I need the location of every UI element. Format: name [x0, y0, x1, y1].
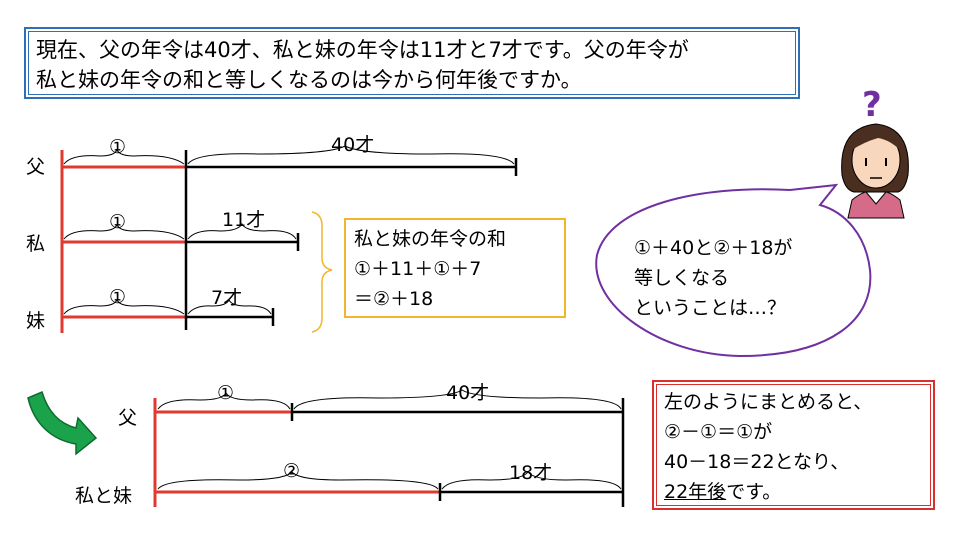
green-curved-arrow [27, 390, 98, 456]
sum-line-1: 私と妹の年令の和 [354, 228, 507, 250]
question-box: 現在、父の年令は40才、私と妹の年令は11才と7才です。父の年令が 私と妹の年令… [24, 27, 800, 99]
top-label-sister: 妹 [26, 310, 46, 332]
top-label-me: 私 [26, 233, 46, 255]
answer-suffix: です。 [726, 481, 782, 503]
yellow-curly-brace [311, 211, 333, 333]
question-line-1: 現在、父の年令は40才、私と妹の年令は11才と7才です。父の年令が [36, 38, 689, 62]
top-brace-sister-7 [187, 298, 272, 315]
answer-line-2: ②－①＝①が [664, 421, 773, 443]
question-mark-icon: ? [862, 85, 882, 125]
top-me-unit: ① [109, 211, 127, 233]
speech-bubble [595, 183, 872, 358]
answer-line-1: 左のようにまとめると、 [664, 391, 873, 413]
bottom-brace-siblings-unit [157, 471, 439, 490]
bottom-siblings-extra: 18才 [509, 462, 553, 484]
sum-line-3: ＝②＋18 [354, 288, 434, 310]
bottom-brace-siblings-18 [441, 471, 622, 490]
top-brace-father-40 [187, 145, 515, 165]
top-father-extra: 40才 [331, 134, 375, 156]
bottom-label-siblings: 私と妹 [75, 485, 133, 507]
bottom-siblings-unit: ② [283, 460, 301, 482]
answer-box: 左のようにまとめると、 ②－①＝①が 40－18＝22となり、 22年後です。 [652, 380, 935, 510]
top-brace-sister-unit [63, 298, 185, 315]
bottom-father-unit: ① [217, 382, 235, 404]
bottom-father-extra: 40才 [446, 382, 490, 404]
answer-result: 22年後 [664, 481, 727, 503]
top-brace-me-11 [187, 222, 297, 240]
speech-text: ①＋40と②＋18が 等しくなる ということは…？ [634, 233, 792, 323]
top-me-extra: 11才 [222, 209, 266, 231]
answer-line-3: 40－18＝22となり、 [664, 451, 850, 473]
speech-line-1: ①＋40と②＋18が [634, 237, 793, 259]
question-line-2: 私と妹の年令の和と等しくなるのは今から何年後ですか。 [36, 68, 582, 92]
speech-line-2: 等しくなる [634, 267, 730, 289]
top-label-father: 父 [26, 156, 46, 178]
top-father-unit: ① [109, 136, 127, 158]
sum-box: 私と妹の年令の和 ①＋11＋①＋7 ＝②＋18 [344, 218, 566, 318]
sum-line-2: ①＋11＋①＋7 [354, 258, 482, 280]
thinking-girl-illustration: ? [841, 85, 909, 219]
top-sister-unit: ① [109, 286, 127, 308]
bottom-brace-father-40 [293, 389, 622, 410]
bottom-label-father: 父 [118, 407, 138, 429]
speech-line-3: ということは…？ [634, 297, 787, 319]
top-brace-me-unit [63, 223, 185, 240]
top-brace-father-unit [63, 148, 185, 165]
answer-line-4: 22年後です。 [664, 477, 923, 507]
bottom-brace-father-unit [157, 391, 291, 410]
top-sister-extra: 7才 [211, 287, 243, 309]
